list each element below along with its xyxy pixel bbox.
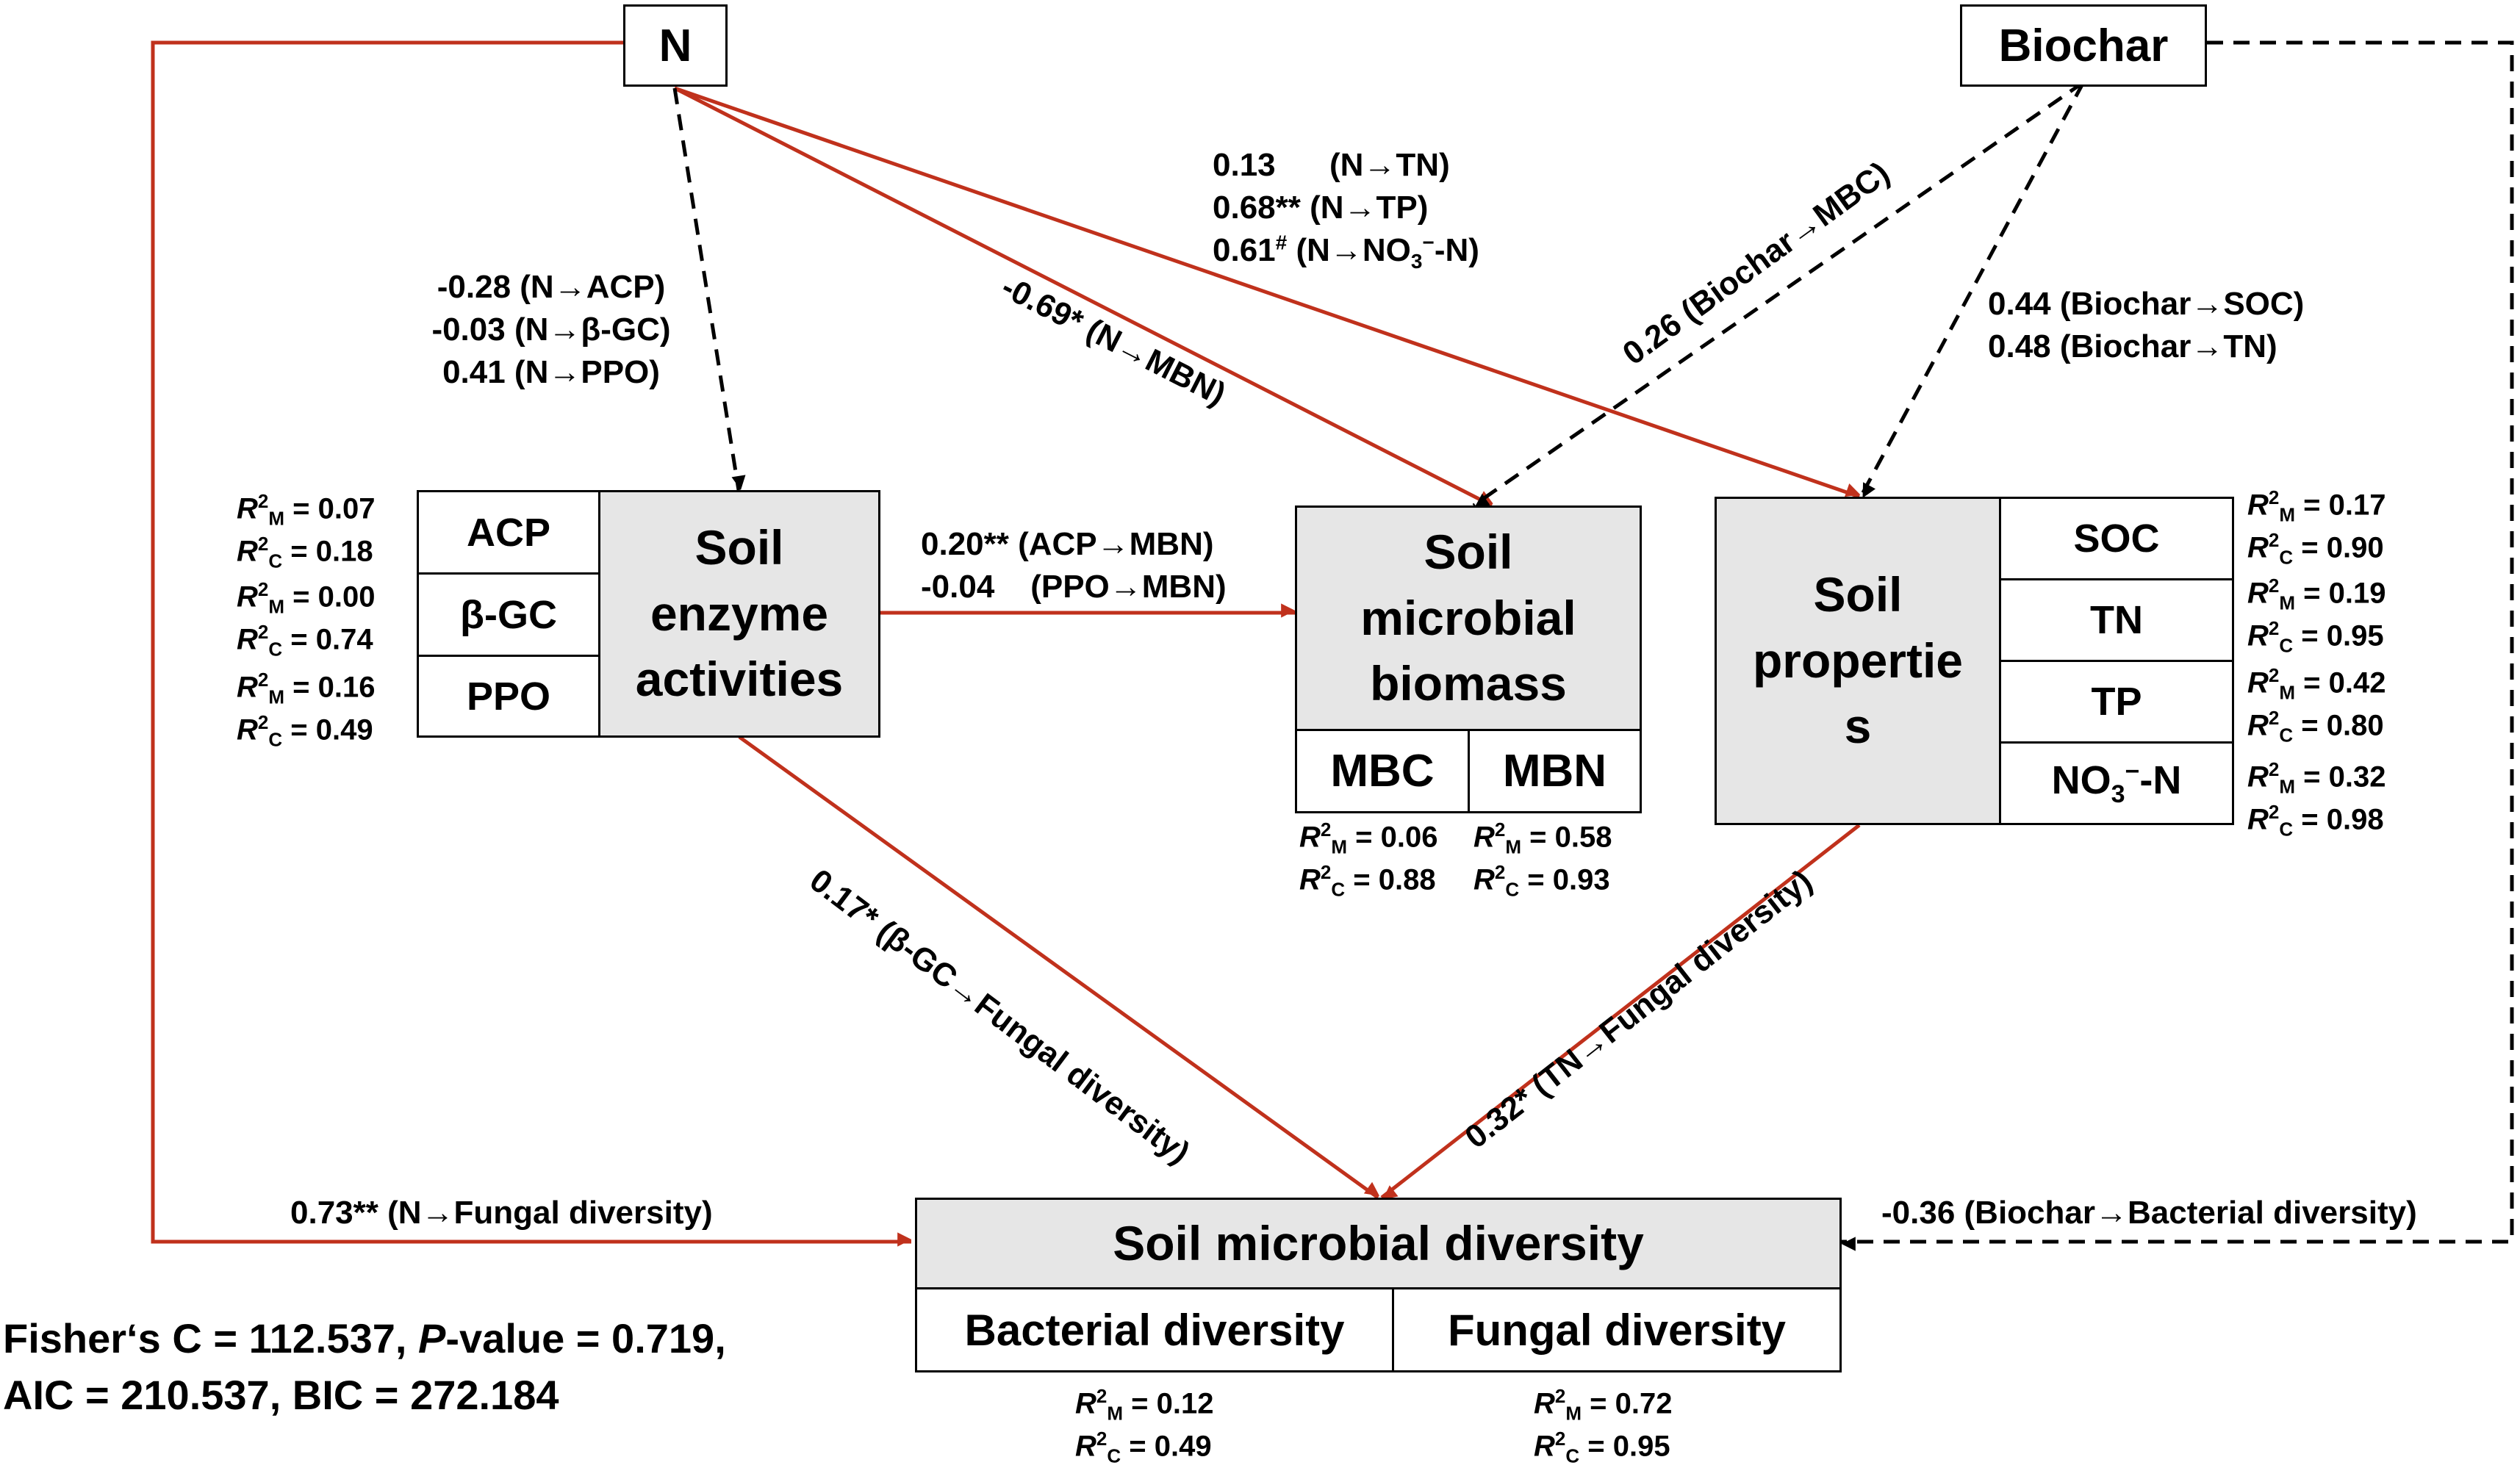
- properties-item-no3n-label: NO3−-N: [2051, 758, 2182, 808]
- r2-bacterial: R2M = 0.12 R2C = 0.49: [1075, 1385, 1214, 1467]
- r2-no3n: R2M = 0.32 R2C = 0.98: [2247, 758, 2386, 840]
- fit-line-1: Fisher‘s C = 112.537, P-value = 0.719,: [3, 1315, 726, 1361]
- diversity-item-fungal-label: Fungal diversity: [1447, 1305, 1787, 1355]
- model-fit-statistics: Fisher‘s C = 112.537, P-value = 0.719, A…: [3, 1311, 726, 1423]
- biomass-title-line: Soil: [1424, 524, 1513, 579]
- coef-line: 0.44 (Biochar→SOC): [1988, 286, 2305, 322]
- r2-soc: R2M = 0.17 R2C = 0.90: [2247, 486, 2386, 568]
- properties-item-tn: TN: [1999, 578, 2234, 662]
- r2-acp: R2M = 0.07 R2C = 0.18: [237, 490, 376, 572]
- arrow-n-to-mbn: [673, 86, 1493, 508]
- coef-line: 0.73** (N→Fungal diversity): [290, 1195, 713, 1231]
- coef-line: 0.20** (ACP→MBN): [921, 526, 1214, 562]
- fit-line-2: AIC = 210.537, BIC = 272.184: [3, 1371, 559, 1418]
- coef-n-to-fungal: 0.73** (N→Fungal diversity): [290, 1192, 713, 1234]
- properties-item-soc-label: SOC: [2073, 517, 2160, 561]
- node-soil-microbial-biomass: Soil microbial biomass: [1295, 505, 1642, 731]
- coef-line: 0.13 (N→TN): [1213, 147, 1450, 183]
- biomass-item-mbc-label: MBC: [1330, 746, 1435, 796]
- coef-line: -0.36 (Biochar→Bacterial diversity): [1881, 1195, 2417, 1231]
- arrow-enzyme-to-fungal: [738, 735, 1380, 1200]
- node-n: N: [623, 4, 728, 87]
- enzyme-item-bgc: β-GC: [417, 572, 600, 657]
- properties-item-no3n: NO3−-N: [1999, 741, 2234, 825]
- coef-line: 0.61# (N→NO3−-N): [1213, 231, 1479, 273]
- properties-title-line: Soil: [1813, 566, 1903, 622]
- coef-line: 0.41 (N→PPO): [442, 354, 660, 391]
- enzyme-item-acp-label: ACP: [466, 510, 550, 555]
- diversity-item-fungal: Fungal diversity: [1392, 1287, 1842, 1372]
- coef-enzyme-to-mbn: 0.20** (ACP→MBN) -0.04 (PPO→MBN): [921, 523, 1227, 608]
- coef-line: -0.04 (PPO→MBN): [921, 569, 1227, 605]
- r2-bgc: R2M = 0.00 R2C = 0.74: [237, 578, 376, 660]
- arrow-n-to-soil-properties: [674, 86, 1861, 499]
- enzyme-item-ppo: PPO: [417, 655, 600, 738]
- coef-biochar-to-bacterial: -0.36 (Biochar→Bacterial diversity): [1881, 1192, 2417, 1234]
- diversity-item-bacterial: Bacterial diversity: [915, 1287, 1394, 1372]
- biomass-item-mbn: MBN: [1468, 729, 1642, 813]
- biomass-item-mbc: MBC: [1295, 729, 1470, 813]
- enzyme-item-bgc-label: β-GC: [460, 592, 557, 637]
- arrow-n-to-enzyme: [672, 87, 746, 491]
- biomass-item-mbn-label: MBN: [1502, 746, 1607, 796]
- r2-mbc: R2M = 0.06 R2C = 0.88: [1299, 818, 1438, 900]
- node-biochar: Biochar: [1960, 4, 2207, 87]
- biomass-title-line: biomass: [1370, 656, 1567, 711]
- coef-n-to-soil-properties: 0.13 (N→TN) 0.68** (N→TP) 0.61# (N→NO3−-…: [1213, 144, 1479, 276]
- node-soil-enzyme-activities: Soil enzyme activities: [598, 490, 880, 738]
- r2-ppo: R2M = 0.16 R2C = 0.49: [237, 669, 376, 750]
- biomass-title-line: microbial: [1360, 590, 1576, 645]
- properties-item-soc: SOC: [1999, 497, 2234, 580]
- node-soil-microbial-diversity: Soil microbial diversity: [915, 1198, 1842, 1289]
- diversity-title: Soil microbial diversity: [1113, 1215, 1644, 1270]
- enzyme-item-ppo-label: PPO: [466, 674, 551, 719]
- diversity-item-bacterial-label: Bacterial diversity: [964, 1305, 1345, 1355]
- arrow-biochar-to-mbc: [1472, 80, 2085, 508]
- r2-mbn: R2M = 0.58 R2C = 0.93: [1473, 818, 1612, 900]
- node-soil-properties: Soil propertie s: [1715, 497, 2001, 825]
- r2-fungal: R2M = 0.72 R2C = 0.95: [1534, 1385, 1673, 1467]
- properties-title-line: propertie: [1752, 633, 1964, 688]
- enzyme-title-line: enzyme: [650, 586, 829, 641]
- coef-n-to-enzyme: -0.28 (N→ACP) -0.03 (N→β-GC) 0.41 (N→PPO…: [397, 266, 706, 394]
- enzyme-title-line: Soil: [694, 519, 784, 575]
- coef-line: 0.68** (N→TP): [1213, 190, 1429, 226]
- r2-tp: R2M = 0.42 R2C = 0.80: [2247, 664, 2386, 746]
- properties-item-tp-label: TP: [2091, 680, 2142, 724]
- node-n-label: N: [658, 20, 692, 71]
- properties-item-tn-label: TN: [2090, 598, 2143, 642]
- r2-tn: R2M = 0.19 R2C = 0.95: [2247, 575, 2386, 656]
- node-biochar-label: Biochar: [1998, 20, 2169, 71]
- coef-line: 0.48 (Biochar→TN): [1988, 328, 2277, 365]
- coef-line: -0.28 (N→ACP): [437, 269, 666, 305]
- coef-biochar-to-soil-properties: 0.44 (Biochar→SOC) 0.48 (Biochar→TN): [1988, 283, 2304, 368]
- enzyme-title-line: activities: [635, 652, 844, 707]
- arrow-biochar-to-bacterial: [1841, 40, 2514, 1251]
- properties-title-line: s: [1844, 699, 1872, 754]
- arrow-n-to-fungal: [151, 40, 912, 1247]
- properties-item-tp: TP: [1999, 660, 2234, 744]
- coef-line: -0.03 (N→β-GC): [431, 312, 671, 348]
- enzyme-item-acp: ACP: [417, 490, 600, 575]
- arrow-props-to-fungal: [1380, 824, 1861, 1200]
